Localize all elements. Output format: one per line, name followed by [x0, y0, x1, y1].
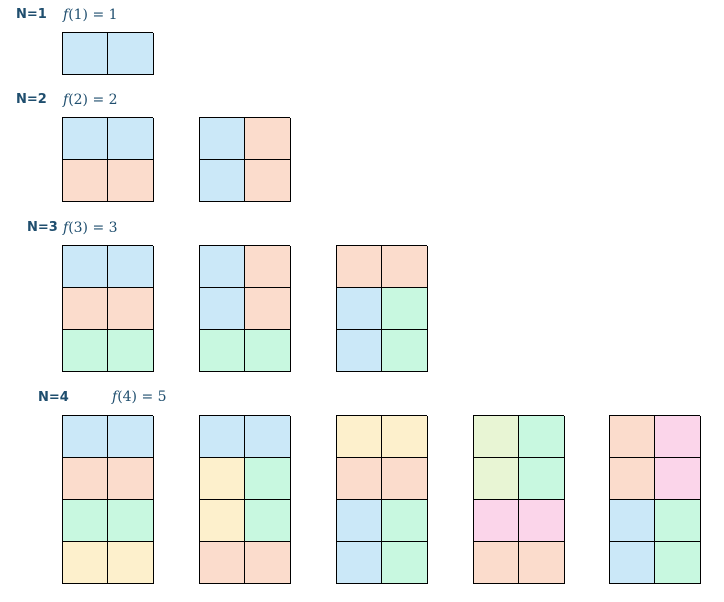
tile-cell: [382, 458, 428, 500]
tile-cell: [382, 246, 428, 288]
tile-cell: [245, 246, 291, 288]
tile-cell: [63, 458, 108, 500]
tile-cell: [474, 416, 519, 458]
tile-cell: [108, 246, 154, 288]
n3-formula-fn: f: [63, 220, 69, 236]
tile-cell: [63, 500, 108, 542]
tiling-n2-1: [62, 117, 154, 202]
n3-formula: f(3) = 3: [63, 220, 118, 236]
tile-cell: [245, 330, 291, 372]
tile-cell: [200, 500, 245, 542]
n2-formula-eq: = 2: [88, 92, 118, 108]
tile-cell: [63, 33, 108, 75]
tile-cell: [245, 118, 291, 160]
tiling-n4-2: [199, 415, 291, 584]
tile-cell: [245, 288, 291, 330]
tile-cell: [337, 542, 382, 584]
n1-formula: f(1) = 1: [63, 7, 118, 23]
tiling-n4-3: [336, 415, 428, 584]
tile-cell: [610, 500, 655, 542]
n1-formula-eq: = 1: [88, 7, 118, 23]
tile-cell: [610, 416, 655, 458]
tile-cell: [63, 246, 108, 288]
tile-cell: [200, 118, 245, 160]
tile-cell: [337, 416, 382, 458]
tile-cell: [519, 500, 565, 542]
tile-cell: [382, 500, 428, 542]
tile-cell: [63, 288, 108, 330]
n2-formula-arg: (2): [68, 92, 89, 108]
tile-cell: [337, 330, 382, 372]
tiling-n2-2: [199, 117, 291, 202]
tile-cell: [63, 416, 108, 458]
tile-cell: [108, 160, 154, 202]
n1-formula-fn: f: [63, 7, 69, 23]
tile-cell: [200, 416, 245, 458]
n4-formula-arg: (4): [117, 389, 138, 405]
n1-label: N=1: [16, 7, 47, 22]
tiling-n4-5: [609, 415, 701, 584]
tile-cell: [519, 458, 565, 500]
tile-cell: [200, 160, 245, 202]
n4-formula: f(4) = 5: [112, 389, 167, 405]
tile-cell: [200, 458, 245, 500]
n4-formula-fn: f: [112, 389, 118, 405]
tiling-n3-3: [336, 245, 428, 372]
tile-cell: [63, 160, 108, 202]
tile-cell: [245, 542, 291, 584]
tile-cell: [108, 330, 154, 372]
tile-cell: [245, 160, 291, 202]
tile-cell: [337, 458, 382, 500]
n3-formula-eq: = 3: [88, 220, 118, 236]
tile-cell: [382, 330, 428, 372]
tile-cell: [63, 330, 108, 372]
tile-cell: [382, 542, 428, 584]
tile-cell: [474, 458, 519, 500]
tile-cell: [655, 458, 701, 500]
tiling-n4-1: [62, 415, 154, 584]
tile-cell: [200, 330, 245, 372]
tile-cell: [382, 416, 428, 458]
n3-label: N=3: [27, 220, 58, 235]
n4-label: N=4: [38, 390, 69, 405]
n4-formula-eq: = 5: [137, 389, 167, 405]
tile-cell: [108, 500, 154, 542]
tile-cell: [245, 500, 291, 542]
tile-cell: [200, 288, 245, 330]
tile-cell: [655, 542, 701, 584]
tile-cell: [108, 288, 154, 330]
tile-cell: [63, 542, 108, 584]
n3-formula-arg: (3): [68, 220, 89, 236]
tile-cell: [337, 288, 382, 330]
tiling-n3-2: [199, 245, 291, 372]
tile-cell: [245, 458, 291, 500]
tile-cell: [610, 542, 655, 584]
tile-cell: [337, 500, 382, 542]
tile-cell: [200, 542, 245, 584]
tile-cell: [519, 416, 565, 458]
tile-cell: [519, 542, 565, 584]
tile-cell: [610, 458, 655, 500]
tile-cell: [108, 118, 154, 160]
n2-formula-fn: f: [63, 92, 69, 108]
tile-cell: [245, 416, 291, 458]
tile-cell: [474, 542, 519, 584]
tile-cell: [108, 416, 154, 458]
tile-cell: [108, 458, 154, 500]
tiling-n4-4: [473, 415, 565, 584]
tile-cell: [200, 246, 245, 288]
tile-cell: [655, 500, 701, 542]
tile-cell: [108, 33, 154, 75]
tiling-n3-1: [62, 245, 154, 372]
tile-cell: [337, 246, 382, 288]
tile-cell: [655, 416, 701, 458]
n2-formula: f(2) = 2: [63, 92, 118, 108]
tiling-n1-1: [62, 32, 154, 75]
tile-cell: [108, 542, 154, 584]
n1-formula-arg: (1): [68, 7, 89, 23]
tile-cell: [474, 500, 519, 542]
n2-label: N=2: [16, 92, 47, 107]
tile-cell: [382, 288, 428, 330]
tile-cell: [63, 118, 108, 160]
